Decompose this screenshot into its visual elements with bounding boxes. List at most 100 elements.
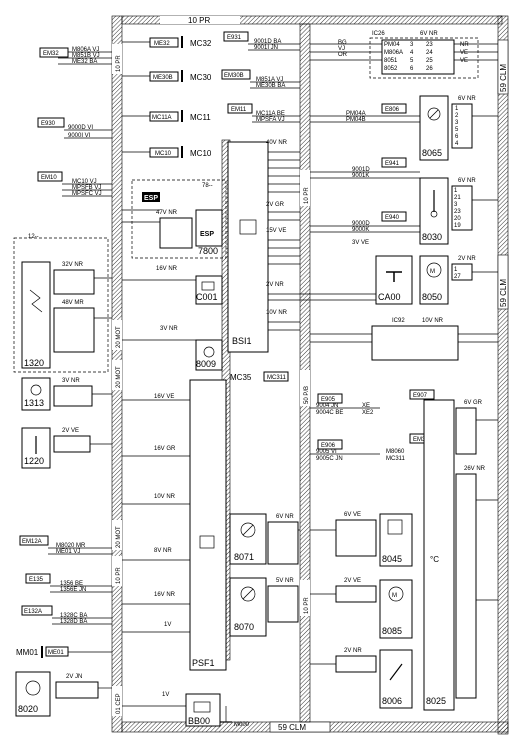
component-8071: 8071 6V NR bbox=[229, 513, 299, 565]
component-8009: 3V NR 8009 bbox=[160, 326, 223, 371]
svg-text:8006: 8006 bbox=[382, 696, 402, 706]
e940-wire-2: 9000K bbox=[352, 227, 369, 233]
component-8070: 8070 5V NR bbox=[229, 577, 299, 637]
mc10-label: MC10 bbox=[190, 149, 212, 158]
e941-wire-1: 9001D bbox=[352, 167, 370, 173]
svg-text:M806A: M806A bbox=[384, 50, 403, 56]
mm01-label: MM01 bbox=[16, 648, 39, 657]
svg-text:4: 4 bbox=[410, 50, 414, 56]
em12a-wire-1: M8020 MR bbox=[56, 543, 86, 549]
harness-top-label: 10 PR bbox=[188, 16, 210, 25]
svg-text:IC92: IC92 bbox=[392, 318, 405, 324]
svg-text:8085: 8085 bbox=[382, 626, 402, 636]
em11-wire-1: MC11A BE bbox=[256, 111, 285, 117]
svg-text:2V VE: 2V VE bbox=[62, 428, 79, 434]
svg-text:M000: M000 bbox=[234, 722, 250, 728]
e905-label: E905 bbox=[321, 397, 336, 403]
svg-text:23: 23 bbox=[426, 42, 433, 48]
svg-text:1320: 1320 bbox=[24, 358, 44, 368]
component-7800: ESP 47V NR ESP 7800 bbox=[142, 192, 223, 256]
em11-label: EM11 bbox=[231, 107, 247, 113]
svg-text:5: 5 bbox=[455, 127, 459, 133]
svg-text:ESP: ESP bbox=[144, 195, 158, 202]
component-1220: 1220 2V VE bbox=[21, 427, 91, 469]
svg-text:2V VE: 2V VE bbox=[344, 578, 361, 584]
em32-wire-1: M806A VJ bbox=[72, 47, 99, 53]
svg-text:16V NR: 16V NR bbox=[154, 592, 176, 598]
e906-label: E906 bbox=[321, 443, 336, 449]
svg-text:1: 1 bbox=[454, 267, 458, 273]
ic92-block: IC92 10V NR bbox=[371, 318, 459, 361]
svg-text:1V: 1V bbox=[164, 622, 171, 628]
e806-wire-2: PM04B bbox=[346, 117, 366, 123]
svg-text:3V NR: 3V NR bbox=[160, 326, 178, 332]
harness-left-label-5: 10 PR bbox=[116, 567, 122, 584]
svg-text:4: 4 bbox=[455, 141, 459, 147]
e906-wire-1: 9005 VI bbox=[316, 449, 337, 455]
svg-text:3: 3 bbox=[455, 120, 459, 126]
e806-wire-1: PM04A bbox=[346, 111, 366, 117]
e135-wire-1: 1356 BE bbox=[60, 581, 83, 587]
harness-left-label-3: 20 MOT bbox=[116, 366, 122, 388]
svg-text:8025: 8025 bbox=[426, 696, 446, 706]
svg-text:6V GR: 6V GR bbox=[464, 400, 483, 406]
em12a-label: EM12A bbox=[22, 539, 42, 545]
svg-text:OR: OR bbox=[338, 52, 348, 58]
svg-text:26V NR: 26V NR bbox=[464, 466, 486, 472]
svg-text:6: 6 bbox=[410, 66, 414, 72]
svg-text:16V VE: 16V VE bbox=[154, 394, 174, 400]
e930-wire-2: 9000I VI bbox=[68, 133, 91, 139]
svg-text:2V NR: 2V NR bbox=[344, 648, 362, 654]
svg-text:3V NR: 3V NR bbox=[62, 378, 80, 384]
wires bbox=[90, 115, 498, 665]
svg-text:2: 2 bbox=[455, 113, 459, 119]
em10-label: EM10 bbox=[41, 175, 57, 181]
ic26-spec: 6V NR bbox=[420, 31, 438, 37]
ic26-title: IC26 bbox=[372, 31, 385, 37]
component-8085: M 8085 2V VE bbox=[335, 578, 413, 639]
e806-label: E806 bbox=[385, 107, 400, 113]
svg-text:16V GR: 16V GR bbox=[154, 446, 176, 452]
svg-text:6V NR: 6V NR bbox=[458, 96, 476, 102]
svg-text:1220: 1220 bbox=[24, 456, 44, 466]
svg-text:6V NR: 6V NR bbox=[276, 514, 294, 520]
svg-text:VJ: VJ bbox=[338, 46, 345, 52]
ic26-rows: BG VJ OR PM04 M806A 8051 8052 3 4 5 6 23… bbox=[338, 39, 469, 75]
harness-left-label-4: 20 MOT bbox=[116, 526, 122, 548]
e941-label: E941 bbox=[385, 161, 400, 167]
em30b-label: EM30B bbox=[224, 73, 244, 79]
mc35-label: MC35 bbox=[230, 373, 252, 382]
component-1313: 1313 3V NR bbox=[21, 377, 93, 411]
svg-text:8030: 8030 bbox=[422, 232, 442, 242]
harness-bottom-label: 59 CLM bbox=[278, 723, 306, 732]
svg-text:20: 20 bbox=[454, 216, 461, 222]
component-8050: M 8050 2V NR 127 bbox=[419, 255, 476, 305]
component-bsi1: BSI1 40V NR 2V GR 15V VE 2V NR 10V NR bbox=[227, 140, 288, 353]
em10-wire-2: MPSFB VJ bbox=[72, 185, 101, 191]
svg-text:PM04: PM04 bbox=[384, 42, 400, 48]
svg-text:47V NR: 47V NR bbox=[156, 210, 178, 216]
svg-text:8052: 8052 bbox=[384, 66, 398, 72]
component-8006: 8006 2V NR bbox=[335, 648, 413, 709]
em10-wire-3: MPSFC VJ bbox=[72, 191, 102, 197]
svg-text:VE: VE bbox=[460, 58, 468, 64]
harness-center-label-1: 10 PR bbox=[304, 187, 310, 204]
mc10-conn-label: MC10 bbox=[155, 151, 172, 157]
harness-left-label-6: 01 CEP bbox=[116, 693, 122, 714]
svg-text:8065: 8065 bbox=[422, 148, 442, 158]
svg-text:15V VE: 15V VE bbox=[266, 228, 286, 234]
svg-text:M: M bbox=[392, 593, 397, 599]
esp-ref: 78-- bbox=[202, 183, 213, 189]
svg-text:8071: 8071 bbox=[234, 552, 254, 562]
component-8045: 8045 6V VE bbox=[335, 512, 413, 567]
me32-label: ME32 bbox=[154, 41, 170, 47]
svg-text:6V VE: 6V VE bbox=[344, 512, 361, 518]
em30b-wire-2: ME30B BA bbox=[256, 83, 285, 89]
component-ca00: CA00 3V VE bbox=[352, 240, 413, 305]
svg-text:23: 23 bbox=[454, 209, 461, 215]
svg-text:1: 1 bbox=[454, 188, 458, 194]
e135-wire-2: 1356E JN bbox=[60, 587, 86, 593]
harness-left-label-2: 20 MOT bbox=[116, 326, 122, 348]
svg-text:8050: 8050 bbox=[422, 292, 442, 302]
